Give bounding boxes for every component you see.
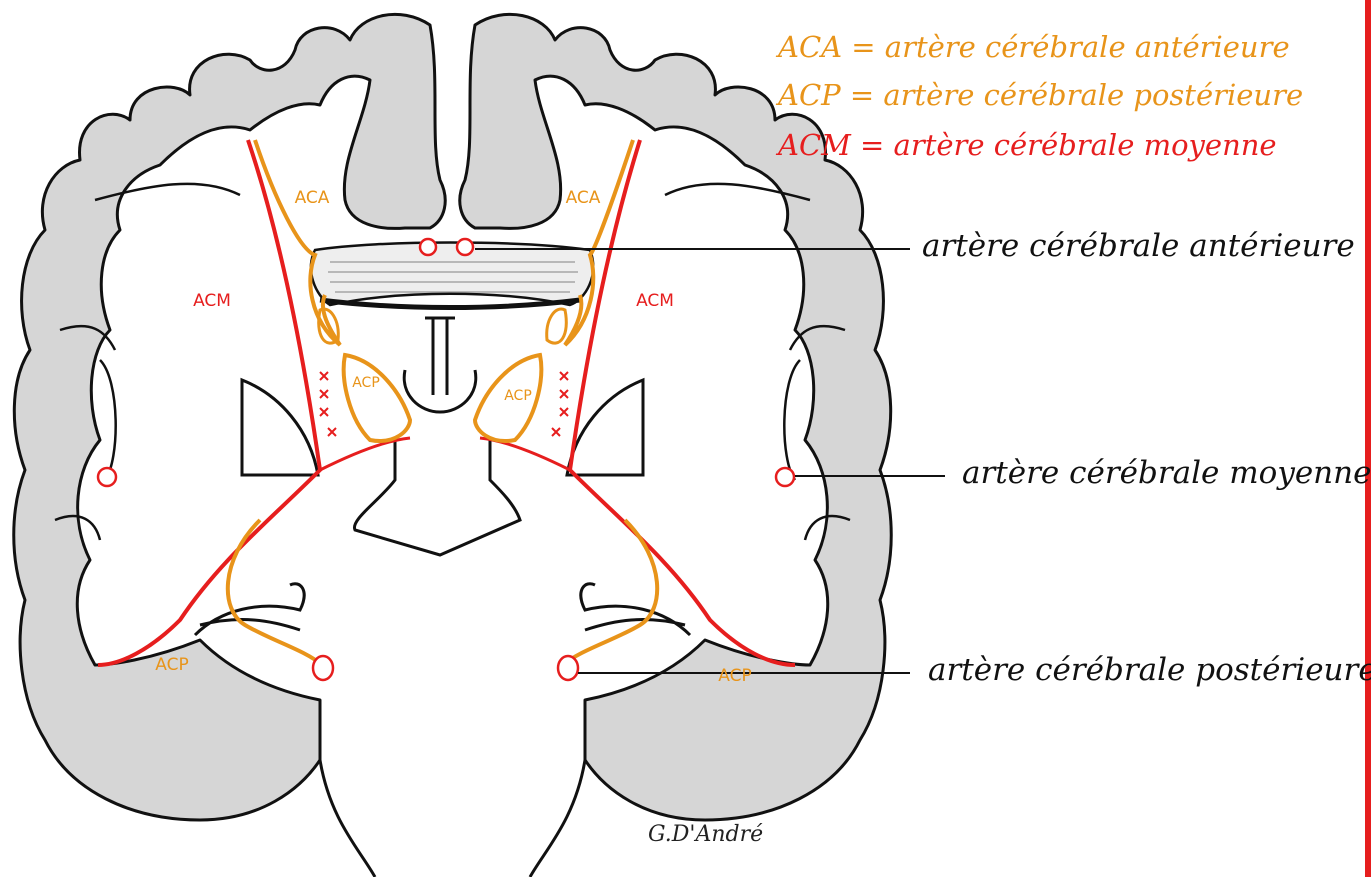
legend-acm: ACM = artère cérébrale moyenne bbox=[778, 128, 1277, 162]
region-label-acp-temporal-left: ACP bbox=[155, 655, 188, 675]
right-lateral-ventricle bbox=[567, 380, 643, 475]
region-label-acm-right: ACM bbox=[636, 291, 674, 311]
acp-temporal-left bbox=[228, 520, 322, 665]
temporal-stem-right bbox=[530, 760, 585, 877]
legend-acp: ACP = artère cérébrale postérieure bbox=[778, 78, 1303, 112]
junction-marks-left bbox=[320, 372, 336, 436]
callout-anterior-artery: artère cérébrale antérieure bbox=[922, 228, 1355, 264]
middle-artery-circle-right bbox=[776, 468, 794, 486]
fornix-body bbox=[320, 300, 580, 308]
left-hemisphere-cortex bbox=[14, 14, 445, 820]
acp-boundary-left bbox=[344, 355, 410, 441]
acp-small-right bbox=[547, 309, 567, 343]
corpus-callosum bbox=[311, 243, 593, 306]
author-signature: G.D'André bbox=[648, 822, 763, 847]
region-label-acp-inner-right: ACP bbox=[504, 388, 532, 404]
region-label-aca-left: ACA bbox=[295, 188, 330, 208]
middle-artery-circle-left bbox=[98, 468, 116, 486]
acp-temporal-right bbox=[563, 520, 657, 665]
red-border-frame bbox=[1365, 0, 1371, 877]
region-label-acm-left: ACM bbox=[193, 291, 231, 311]
third-ventricle bbox=[404, 370, 476, 412]
callout-posterior-artery: artère cérébrale postérieure bbox=[928, 652, 1371, 688]
aca-boundary-right bbox=[565, 140, 633, 345]
septum-pellucidum bbox=[425, 318, 455, 395]
temporal-stem-left bbox=[320, 760, 375, 877]
region-label-acp-temporal-right: ACP bbox=[718, 666, 751, 686]
anterior-artery-circle-left bbox=[420, 239, 436, 255]
junction-marks-right bbox=[552, 372, 568, 436]
region-label-aca-right: ACA bbox=[566, 188, 601, 208]
callout-middle-artery: artère cérébrale moyenne bbox=[962, 455, 1371, 491]
legend-aca: ACA = artère cérébrale antérieure bbox=[778, 30, 1290, 64]
posterior-artery-circle-left bbox=[313, 656, 333, 680]
region-label-acp-inner-left: ACP bbox=[352, 375, 380, 391]
brainstem-outline bbox=[354, 440, 520, 555]
posterior-artery-circle-right bbox=[558, 656, 578, 680]
aca-boundary-left bbox=[255, 140, 340, 345]
anterior-artery-circle-right bbox=[457, 239, 473, 255]
